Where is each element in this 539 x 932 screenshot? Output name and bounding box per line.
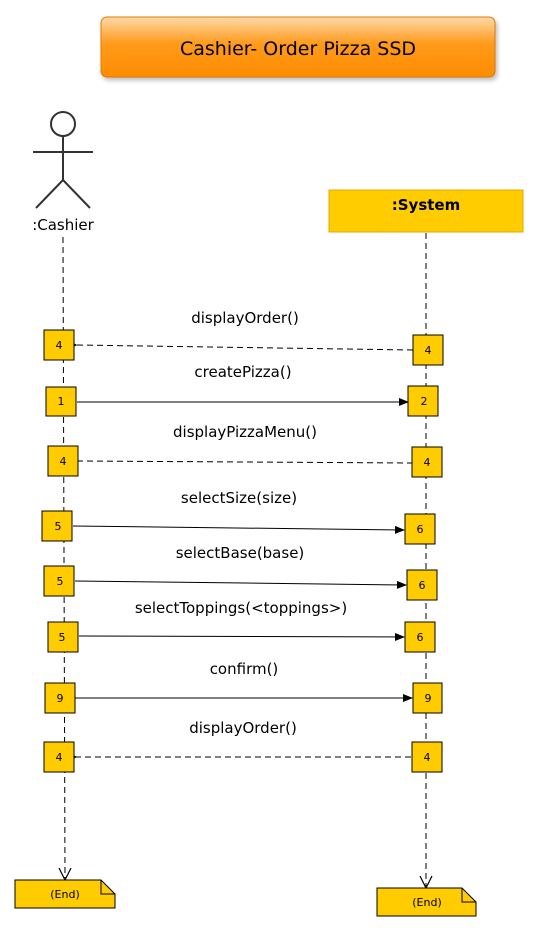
end-label: (End): [50, 888, 80, 901]
message-label: displayOrder(): [189, 719, 297, 737]
activation-box: 5: [41, 510, 73, 542]
activation-box: 4: [411, 446, 443, 478]
cashier-actor: [33, 111, 93, 209]
svg-text:6: 6: [417, 631, 424, 644]
activation-box: 9: [412, 682, 443, 714]
activation-box: 9: [44, 682, 76, 714]
message-label: displayPizzaMenu(): [173, 423, 317, 441]
svg-text:9: 9: [425, 692, 432, 705]
system-label: :System: [392, 196, 460, 214]
activation-box: 6: [404, 513, 436, 545]
activation-box: 2: [407, 385, 439, 417]
svg-text:2: 2: [421, 395, 428, 408]
activation-box: 4: [47, 445, 79, 477]
activation-box: 5: [47, 621, 79, 653]
message-label: selectSize(size): [181, 489, 297, 507]
cashier-label: :Cashier: [32, 216, 94, 234]
message-arrow-call: [72, 525, 405, 534]
activation-box: 6: [406, 569, 438, 601]
svg-text:9: 9: [57, 692, 64, 705]
end-label: (End): [412, 896, 442, 909]
activation-box: 5: [43, 565, 75, 597]
svg-text:4: 4: [60, 455, 67, 468]
message-arrow-call: [78, 632, 405, 641]
system-end-note: (End): [376, 887, 477, 917]
svg-text:4: 4: [424, 751, 431, 764]
svg-text:4: 4: [424, 456, 431, 469]
activation-box: 4: [412, 334, 444, 366]
svg-text:6: 6: [419, 579, 426, 592]
cashier-end-note: (End): [14, 879, 116, 909]
message-label: displayOrder(): [191, 309, 299, 327]
svg-text:5: 5: [55, 520, 62, 533]
message-label: confirm(): [210, 660, 279, 678]
activation-box: 1: [45, 386, 77, 417]
title-text: Cashier- Order Pizza SSD: [180, 38, 416, 60]
svg-text:5: 5: [59, 631, 66, 644]
svg-text:4: 4: [425, 344, 432, 357]
message-label: createPizza(): [194, 363, 291, 381]
message-label: selectBase(base): [176, 544, 305, 562]
activation-box: 4: [411, 741, 443, 773]
message-arrow-return: [78, 461, 414, 463]
message-arrow-return: [76, 345, 414, 350]
message-label: selectToppings(<toppings>): [135, 599, 347, 617]
message-arrow-call: [74, 580, 407, 589]
svg-text:6: 6: [417, 523, 424, 536]
diagram-title: Cashier- Order Pizza SSD: [100, 16, 496, 78]
svg-text:4: 4: [56, 751, 63, 764]
activation-box: 4: [43, 329, 75, 361]
system-header: :System: [328, 189, 524, 233]
svg-text:5: 5: [57, 575, 64, 588]
svg-text:1: 1: [58, 395, 65, 408]
activation-box: 4: [43, 741, 75, 773]
svg-text:4: 4: [56, 339, 63, 352]
activation-box: 6: [404, 621, 436, 653]
